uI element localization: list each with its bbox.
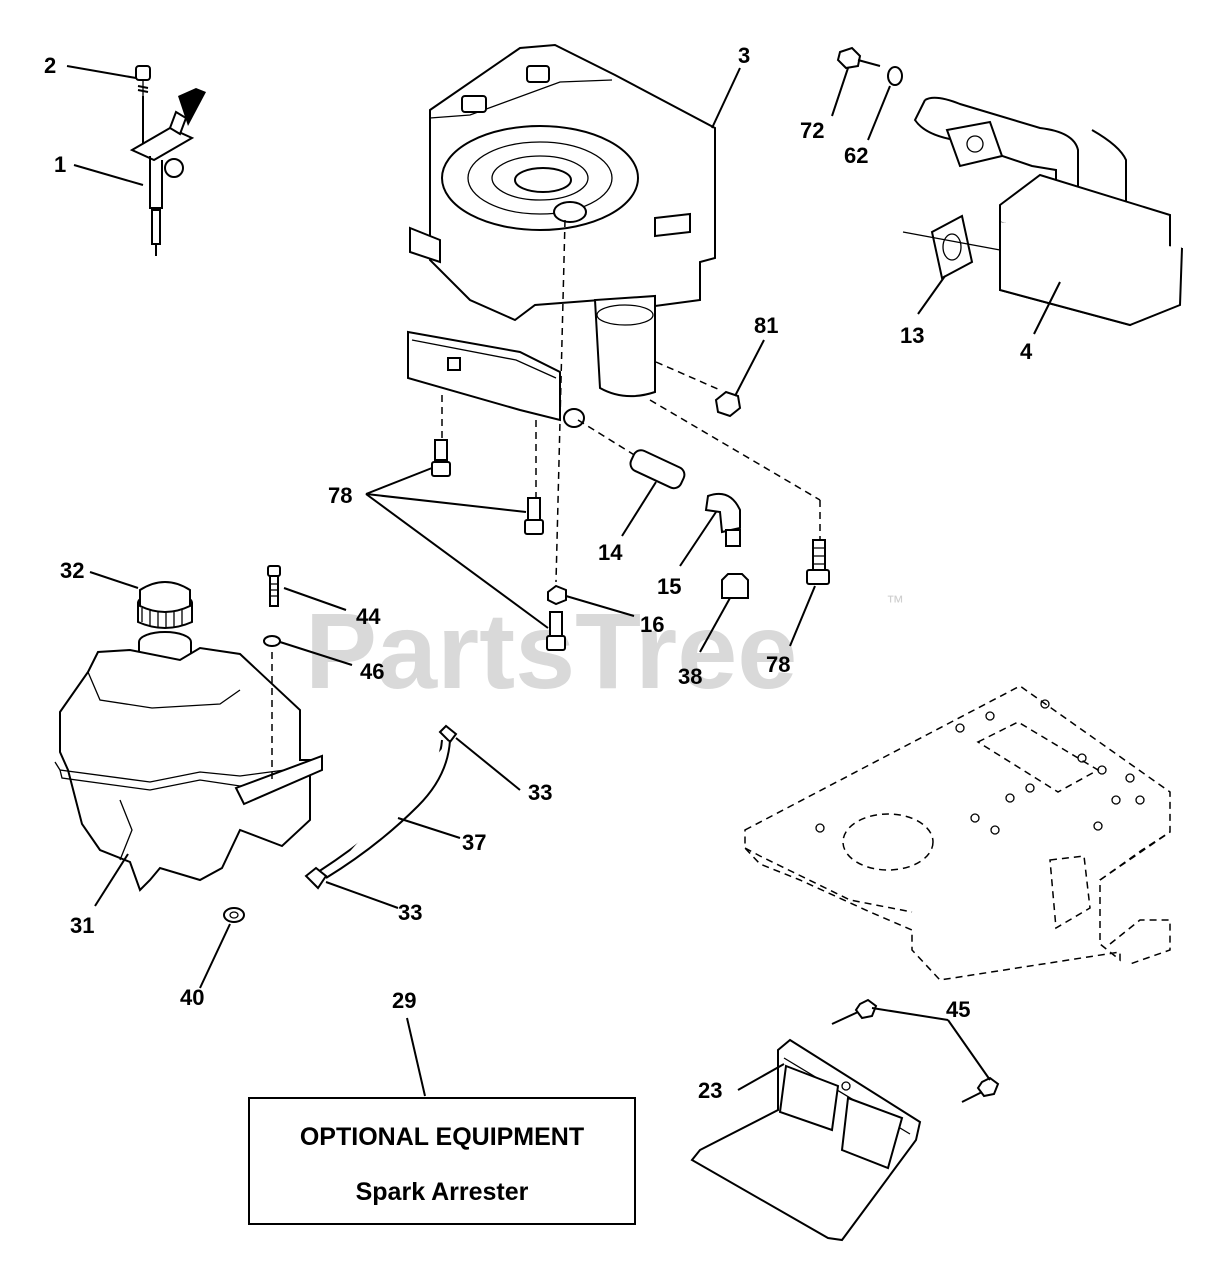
spark-arrester-drawing bbox=[690, 998, 1000, 1242]
callout-33-top: 33 bbox=[528, 780, 552, 805]
fuel-tank-drawing bbox=[54, 565, 323, 892]
callout-40: 40 bbox=[180, 985, 204, 1010]
callout-32: 32 bbox=[60, 558, 84, 583]
callout-72: 72 bbox=[800, 118, 824, 143]
callout-13: 13 bbox=[900, 323, 924, 348]
engine-drawing bbox=[407, 43, 821, 583]
callout-14: 14 bbox=[598, 540, 623, 565]
callout-2: 2 bbox=[44, 53, 56, 78]
fuel-fitting-drawing bbox=[547, 449, 749, 606]
callout-78-engine-bolts: 78 bbox=[328, 483, 352, 508]
callout-38: 38 bbox=[678, 664, 702, 689]
callout-46: 46 bbox=[360, 659, 384, 684]
optional-equipment-subtitle: Spark Arrester bbox=[356, 1178, 529, 1206]
optional-equipment-box bbox=[248, 1097, 636, 1225]
callout-44: 44 bbox=[356, 604, 381, 629]
callout-29: 29 bbox=[392, 988, 416, 1013]
bolts-78-drawing bbox=[431, 439, 830, 651]
leader-lines bbox=[66, 65, 1061, 1097]
callout-81: 81 bbox=[754, 313, 778, 338]
callout-4: 4 bbox=[1020, 339, 1033, 364]
throttle-control-drawing bbox=[129, 65, 206, 256]
nut-81-drawing bbox=[714, 390, 742, 418]
optional-equipment-title: OPTIONAL EQUIPMENT bbox=[300, 1123, 584, 1151]
callout-3: 3 bbox=[738, 43, 750, 68]
callout-62: 62 bbox=[844, 143, 868, 168]
callout-16: 16 bbox=[640, 612, 664, 637]
callout-45: 45 bbox=[946, 997, 970, 1022]
callout-23: 23 bbox=[698, 1078, 722, 1103]
callout-33-bottom: 33 bbox=[398, 900, 422, 925]
watermark-trademark: ™ bbox=[886, 592, 904, 612]
callout-31: 31 bbox=[70, 913, 94, 938]
frame-drawing bbox=[744, 685, 1171, 981]
fuel-line-drawing bbox=[223, 724, 458, 923]
muffler-drawing bbox=[836, 46, 1183, 327]
callout-1: 1 bbox=[54, 152, 66, 177]
callout-37: 37 bbox=[462, 830, 486, 855]
callout-15: 15 bbox=[657, 574, 681, 599]
callout-78-muffler-bolt: 78 bbox=[766, 652, 790, 677]
